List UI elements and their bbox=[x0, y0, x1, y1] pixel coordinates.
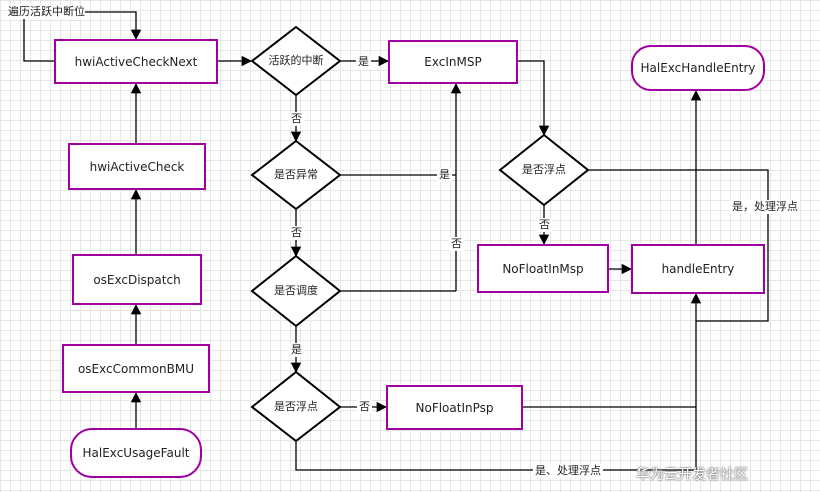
node-os-exc-common-bmu: osExcCommonBMU bbox=[62, 344, 210, 393]
decision-active-irq bbox=[250, 25, 342, 97]
note-traverse-bits: 遍历活跃中断位 bbox=[8, 5, 85, 19]
decision-is-schedule bbox=[250, 254, 342, 328]
edge-label-exception-yes: 是 bbox=[437, 168, 452, 182]
node-no-float-in-msp: NoFloatInMsp bbox=[477, 244, 609, 293]
decision-is-schedule-text: 是否调度 bbox=[274, 284, 318, 297]
decision-is-exception bbox=[250, 139, 342, 211]
edge-label-schedule-yes: 是 bbox=[289, 343, 304, 357]
decision-float-msp-text: 是否浮点 bbox=[522, 163, 566, 176]
node-os-exc-dispatch: osExcDispatch bbox=[72, 254, 202, 305]
watermark-text: 华为云开发者社区 bbox=[636, 467, 748, 483]
decision-active-irq-text: 活跃的中断 bbox=[268, 54, 324, 67]
node-hal-exc-usage-fault: HalExcUsageFault bbox=[70, 428, 202, 478]
edge-excinmsp-to-floatmsp bbox=[518, 60, 550, 137]
node-hwi-active-check-next: hwiActiveCheckNext bbox=[54, 39, 218, 84]
decision-float-psp bbox=[250, 370, 342, 443]
node-hwi-active-check: hwiActiveCheck bbox=[68, 143, 206, 190]
decision-is-exception-text: 是否异常 bbox=[274, 168, 318, 181]
edge-label-floatpsp-yes: 是、处理浮点 bbox=[533, 464, 603, 478]
edge-label-exception-no: 否 bbox=[289, 226, 304, 240]
node-hal-exc-handle-entry: HalExcHandleEntry bbox=[631, 45, 765, 91]
decision-float-psp-text: 是否浮点 bbox=[274, 400, 318, 413]
edge-label-floatpsp-no: 否 bbox=[357, 400, 372, 414]
edge-label-floatmsp-no: 否 bbox=[537, 218, 552, 232]
edge-floatmsp-yes bbox=[588, 169, 769, 322]
node-no-float-in-psp: NoFloatInPsp bbox=[386, 385, 523, 430]
edge-label-floatmsp-yes: 是，处理浮点 bbox=[730, 200, 800, 214]
edge-label-active-yes: 是 bbox=[356, 55, 371, 69]
node-handle-entry: handleEntry bbox=[631, 244, 765, 294]
decision-float-msp bbox=[498, 133, 590, 207]
edge-label-active-no: 否 bbox=[289, 112, 304, 126]
edge-label-schedule-no: 否 bbox=[449, 237, 464, 251]
node-exc-in-msp: ExcInMSP bbox=[388, 40, 518, 84]
